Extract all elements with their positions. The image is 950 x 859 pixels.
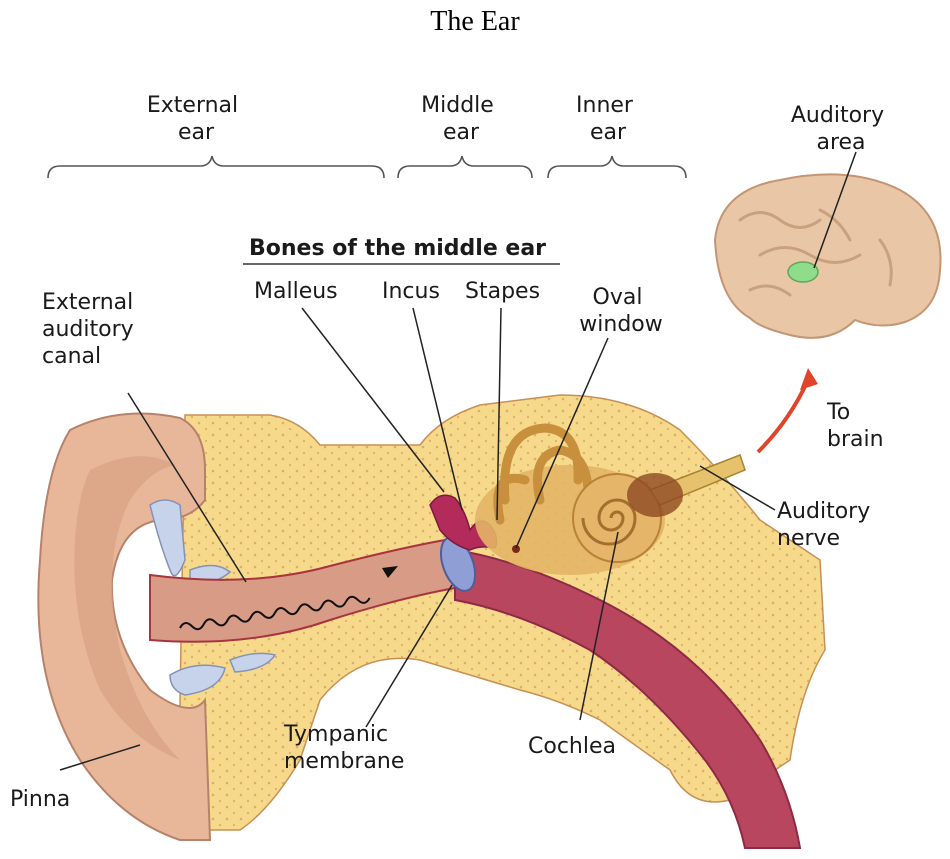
to-brain-arrowhead [800, 368, 818, 390]
auditory-nerve-label: Auditory nerve [777, 499, 877, 551]
malleus-label: Malleus [254, 279, 338, 304]
diagram-title: The Ear [0, 6, 950, 38]
nerve-shadow [627, 473, 683, 517]
inner-ear-brace [548, 156, 686, 178]
external-ear-brace [48, 156, 384, 178]
external-canal-label: External auditory canal [42, 290, 141, 369]
external-ear-label: External ear [147, 93, 245, 145]
inner-ear-label: Inner ear [576, 93, 640, 145]
cartilage-upper [150, 500, 185, 576]
to-brain-arrow [758, 380, 808, 452]
cochlea-label: Cochlea [528, 734, 616, 759]
bones-heading: Bones of the middle ear [249, 236, 546, 261]
oval-window-label: Oval window [579, 285, 662, 337]
auditory-area-label: Auditory area [791, 103, 891, 155]
to-brain-label: To brain [826, 400, 884, 452]
brain [715, 174, 941, 337]
auditory-area-highlight [788, 262, 818, 282]
stapes-label: Stapes [465, 279, 540, 304]
middle-ear-label: Middle ear [421, 93, 501, 145]
pinna-label: Pinna [10, 787, 70, 812]
incus-label: Incus [382, 279, 440, 304]
middle-ear-brace [398, 156, 532, 178]
